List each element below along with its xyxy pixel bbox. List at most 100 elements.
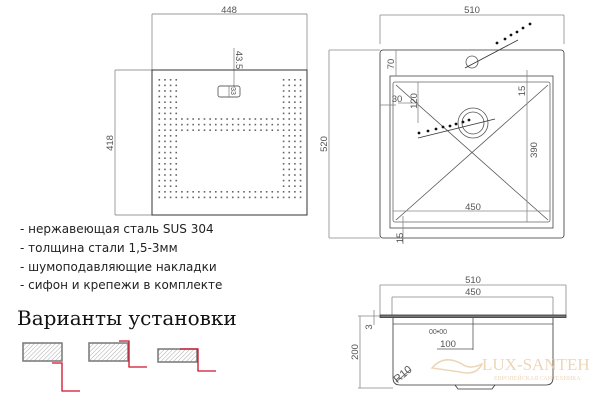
perforation-dot	[164, 163, 166, 165]
perforation-dot	[175, 157, 178, 159]
perforation-dot	[237, 129, 240, 131]
perforation-dot	[198, 191, 200, 193]
perforation-dot	[203, 118, 206, 120]
perforation-dot	[164, 123, 166, 126]
perforation-dot	[282, 151, 285, 154]
perforation-dot	[198, 196, 200, 199]
perforation-dot	[158, 140, 161, 143]
perforation-dot	[294, 129, 296, 131]
perforation-dot	[294, 123, 296, 126]
perforation-dot	[215, 129, 217, 131]
perforation-dot	[299, 79, 302, 81]
perforation-dot	[288, 191, 291, 193]
perforation-dot	[282, 185, 285, 187]
perforation-dot	[271, 123, 274, 126]
perforation-dot	[158, 84, 161, 87]
perforation-dot	[288, 185, 291, 187]
perforation-dot	[299, 174, 302, 176]
feature-noise-pads: - шумоподавляющие накладки	[20, 260, 217, 274]
perforation-dot	[164, 191, 166, 193]
perforation-dot	[299, 157, 302, 159]
perforation-dot	[299, 140, 302, 143]
perforation-dot	[260, 123, 262, 126]
perforation-dot	[169, 191, 172, 193]
perforation-dot	[282, 79, 285, 81]
perforation-dot	[169, 101, 172, 103]
perforation-dot	[158, 163, 161, 165]
perforation-dot	[175, 135, 178, 137]
dim-450-side: 450	[465, 287, 481, 298]
perforation-dot	[158, 151, 161, 154]
perforation-dot	[237, 118, 240, 120]
perforation-dot	[288, 118, 291, 120]
perforation-dot	[282, 123, 285, 126]
perforation-dot	[169, 179, 172, 182]
perforation-dot	[186, 123, 189, 126]
installation-title: Варианты установки	[17, 306, 237, 330]
perforation-dot	[282, 118, 285, 120]
perforation-dot	[294, 168, 296, 171]
perforation-dot	[169, 90, 172, 92]
perforation-dot	[198, 118, 200, 120]
perforation-dot	[186, 196, 189, 199]
perforation-dot	[164, 146, 166, 148]
perforation-dot	[175, 191, 178, 193]
perforation-dot	[243, 123, 245, 126]
perforation-dot	[231, 196, 234, 199]
perforation-dot	[186, 118, 189, 120]
perforation-dot	[164, 140, 166, 143]
feature-material: - нержавеющая сталь SUS 304	[20, 222, 214, 236]
perforation-dot	[299, 107, 302, 109]
perforation-dot	[288, 157, 291, 159]
perforation-dot	[237, 196, 240, 199]
perforation-dot	[169, 196, 172, 199]
installation-variant-2	[88, 340, 147, 368]
perforation-dot	[294, 157, 296, 159]
watermark-logo: LUX-SANTEH ЕВРОПЕЙСКАЯ САНТЕХНИКА	[430, 355, 590, 382]
perforation-dot	[294, 79, 296, 81]
perforation-dot	[164, 157, 166, 159]
perforation-dot	[294, 174, 296, 176]
perforation-dot	[209, 196, 211, 199]
perforation-dot	[260, 118, 262, 120]
perforation-dot	[231, 118, 234, 120]
perforation-dot	[209, 123, 211, 126]
perforation-dot	[271, 118, 274, 120]
perforation-dot	[299, 101, 302, 103]
perforation-dot	[169, 163, 172, 165]
perforation-dot	[294, 101, 296, 103]
perforation-dot	[237, 191, 240, 193]
perforation-dot	[294, 140, 296, 143]
perforation-dot	[299, 179, 302, 182]
perforation-dot	[299, 146, 302, 148]
perforation-dot	[265, 118, 268, 120]
perforation-dot	[158, 123, 161, 126]
perforation-dot	[226, 123, 228, 126]
perforation-dot	[158, 174, 161, 176]
perforation-dot	[265, 196, 268, 199]
perforation-dot	[282, 129, 285, 131]
dim-70: 70	[386, 59, 397, 70]
dim-200: 200	[350, 344, 361, 360]
perforation-dot	[294, 146, 296, 148]
perforation-dot	[164, 107, 166, 109]
perforation-dot	[158, 95, 161, 98]
perforation-dot	[282, 101, 285, 103]
perforation-dot	[282, 179, 285, 182]
perforation-dot	[164, 179, 166, 182]
perforation-dot	[288, 84, 291, 87]
perforation-dot	[299, 191, 302, 193]
perforation-dot	[181, 196, 183, 199]
perforation-dot	[254, 123, 257, 126]
perforation-dot	[299, 185, 302, 187]
perforation-dot	[175, 129, 178, 131]
perforation-dot	[164, 79, 166, 81]
dim-390: 390	[529, 142, 540, 158]
perforation-dot	[158, 179, 161, 182]
perforation-dot	[288, 112, 291, 115]
dim-510-side: 510	[465, 275, 481, 286]
perforation-dot	[294, 163, 296, 165]
perforation-dot	[282, 163, 285, 165]
